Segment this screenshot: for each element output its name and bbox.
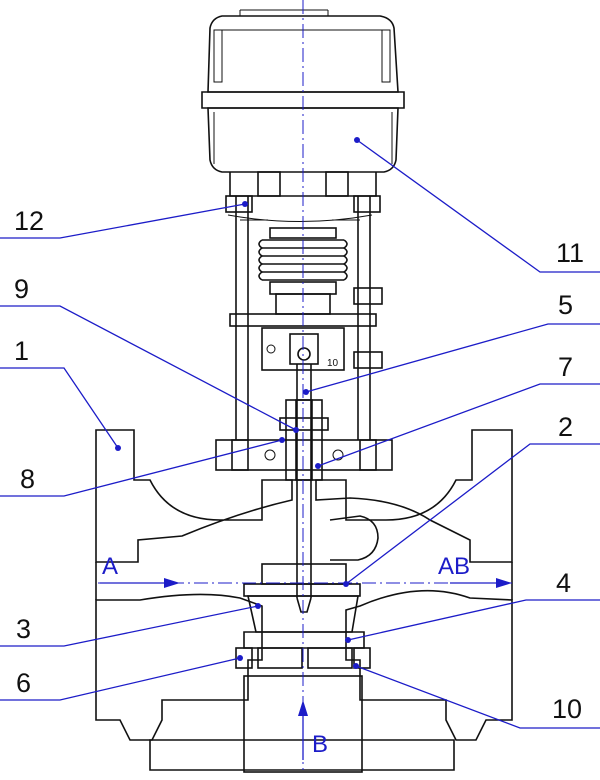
label-3: 3 [16, 614, 31, 644]
flow-label-ab: AB [438, 553, 470, 580]
callout-3: 3 [0, 603, 261, 647]
label-7: 7 [558, 352, 573, 382]
label-2: 2 [558, 412, 573, 442]
label-1: 1 [14, 336, 29, 366]
callout-5: 5 [303, 290, 600, 395]
bonnet [215, 399, 393, 481]
callout-12: 12 [0, 201, 248, 239]
callout-2: 2 [343, 412, 600, 587]
flow-arrow-b [298, 700, 308, 760]
label-10: 10 [552, 694, 582, 724]
label-8: 8 [20, 464, 35, 494]
label-5: 5 [558, 290, 573, 320]
valve-stem [296, 364, 312, 613]
bellows [229, 227, 383, 369]
flow-label-b: B [312, 731, 328, 758]
callout-11: 11 [354, 137, 600, 273]
valve-plug [235, 563, 371, 669]
flow-label-a: A [102, 553, 118, 580]
callout-8: 8 [0, 437, 285, 497]
actuator-housing [201, 9, 405, 173]
callout-1: 1 [0, 336, 121, 451]
label-4: 4 [556, 568, 571, 598]
callout-4: 4 [345, 568, 600, 643]
actuator-yoke [225, 171, 381, 440]
label-6: 6 [16, 668, 31, 698]
stem-coupling: 10 [261, 327, 345, 371]
callout-9: 9 [0, 274, 299, 433]
label-11: 11 [556, 238, 584, 268]
flow-arrow-ab [450, 578, 512, 588]
callout-6: 6 [0, 655, 243, 701]
callout-10: 10 [353, 663, 600, 729]
callout-7: 7 [315, 352, 600, 469]
valve-body [95, 429, 513, 773]
label-12: 12 [14, 206, 44, 236]
flow-arrow-a [100, 578, 180, 588]
label-9: 9 [14, 274, 29, 304]
part-mark: 10 [327, 358, 339, 369]
